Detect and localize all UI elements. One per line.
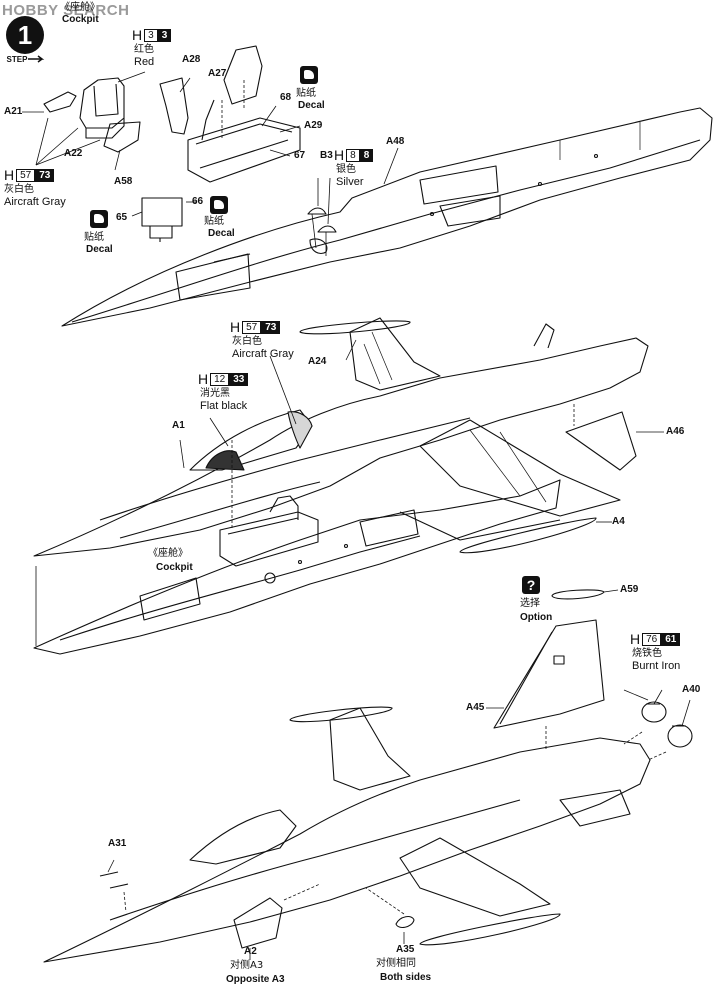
decal-2-en: Decal (208, 228, 235, 239)
part-b3 (307, 177, 337, 256)
cockpit-mid-en: Cockpit (156, 562, 193, 573)
part-label-a2: A2 (244, 946, 257, 957)
paint-silver-cn: 银色 (336, 164, 356, 175)
paint-iron-en: Burnt Iron (632, 660, 681, 672)
decal-icon (210, 196, 228, 214)
part-label-a22: A22 (64, 148, 83, 159)
decal-icon (300, 66, 318, 84)
aircraft-right-half (33, 317, 649, 557)
part-label-a46: A46 (666, 426, 685, 437)
part-label-a59: A59 (620, 584, 639, 595)
paint-iron-cn: 烧铁色 (632, 648, 662, 659)
part-label-a45: A45 (466, 702, 485, 713)
cockpit-tub (159, 45, 301, 183)
paint-red-cn: 红色 (134, 44, 154, 55)
decal-3-en: Decal (298, 100, 325, 111)
step-number: 1 (18, 20, 32, 50)
paint-silver-en: Silver (336, 176, 364, 188)
option-en: Option (520, 612, 553, 623)
cockpit-title-en: Cockpit (62, 14, 99, 25)
part-label-a27: A27 (208, 68, 227, 79)
part-label-a58: A58 (114, 176, 133, 187)
part-label-a21: A21 (4, 106, 23, 117)
cockpit-title-cn: 《座舱》 (60, 2, 100, 13)
instrument-panel (131, 197, 196, 242)
part-label-67: 67 (294, 150, 306, 161)
decal-icon (90, 210, 108, 228)
part-label-a40: A40 (682, 684, 701, 695)
both-sides-en: Both sides (380, 972, 432, 983)
aircraft-complete (43, 619, 693, 963)
part-label-b3: B3 (320, 150, 333, 161)
both-sides-cn: 对侧相同 (376, 958, 416, 969)
decal-2-cn: 贴纸 (204, 216, 224, 227)
paint-gray-top-en: Aircraft Gray (4, 196, 66, 208)
step-badge: 1 STEP (6, 16, 45, 64)
part-label-68: 68 (280, 92, 292, 103)
paint-gray-top-cn: 灰白色 (4, 184, 34, 195)
part-label-a4: A4 (612, 516, 625, 527)
watermark: HOBBY SEARCH (2, 2, 130, 19)
ejection-seat-exploded (43, 77, 141, 153)
opposite-a3-en: Opposite A3 (226, 974, 285, 985)
paint-gray-mid-cn: 灰白色 (232, 336, 262, 347)
part-a59 (551, 589, 605, 600)
decal-1-cn: 贴纸 (84, 232, 104, 243)
part-label-a29: A29 (304, 120, 323, 131)
part-label-a31: A31 (108, 838, 127, 849)
opposite-a3-cn: 对侧A3 (230, 960, 264, 971)
cockpit-mid-cn: 《座舱》 (148, 548, 188, 559)
fuselage-half-right (33, 440, 561, 655)
part-label-a1: A1 (172, 420, 185, 431)
option-icon: ? (522, 576, 540, 594)
paint-red-en: Red (134, 56, 155, 68)
option-cn: 选择 (520, 598, 540, 609)
part-label-a28: A28 (182, 54, 201, 65)
part-label-66: 66 (192, 196, 204, 207)
step-word: STEP (7, 55, 29, 64)
fuselage-half-left (61, 107, 713, 327)
decal-3-cn: 贴纸 (296, 88, 316, 99)
paint-gray-mid-en: Aircraft Gray (232, 348, 294, 360)
part-label-a24: A24 (308, 356, 327, 367)
part-label-65: 65 (116, 212, 128, 223)
paint-black-cn: 消光黑 (200, 388, 230, 399)
part-label-a35: A35 (396, 944, 415, 955)
paint-black-en: Flat black (200, 400, 248, 412)
part-label-a48: A48 (386, 136, 405, 147)
decal-1-en: Decal (86, 244, 113, 255)
